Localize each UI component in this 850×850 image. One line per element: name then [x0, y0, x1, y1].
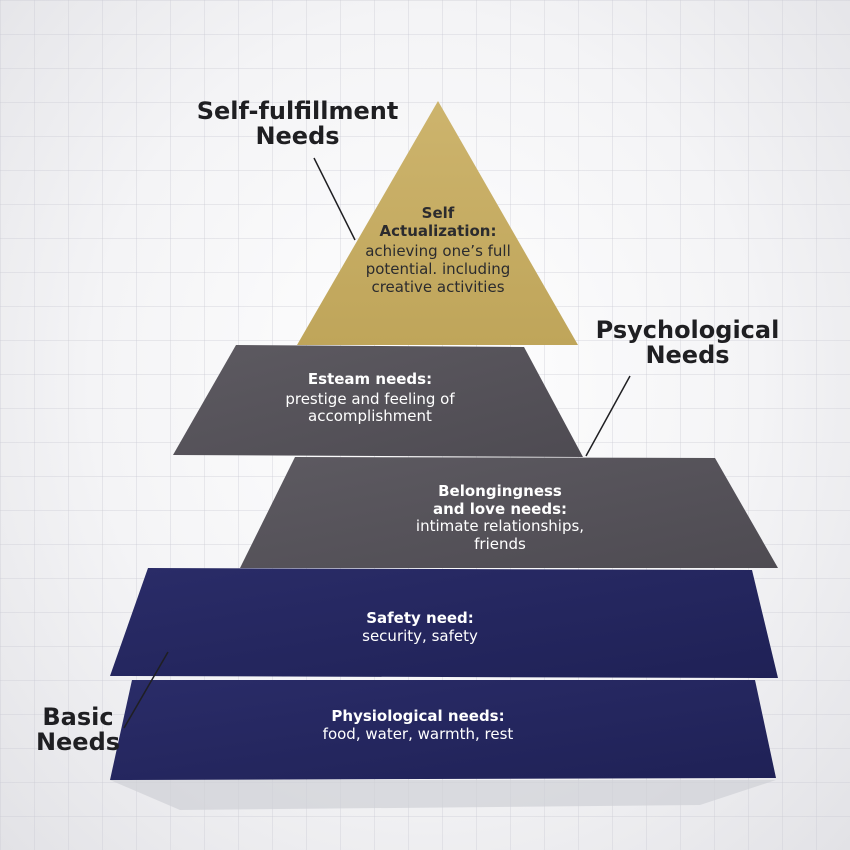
- layer-title: Actualization:: [379, 221, 497, 240]
- pointer-line-self-fulfillment: [313, 157, 356, 241]
- layer-title: Physiological needs:: [331, 707, 505, 725]
- layer-description: security, safety: [362, 626, 478, 645]
- layer-description: achieving one’s full potential. includin…: [365, 242, 511, 296]
- layer-title: Self: [421, 204, 455, 222]
- group-label-basic: Basic Needs: [35, 703, 121, 757]
- pyramid-shadow: [110, 780, 776, 810]
- layer-description: food, water, warmth, rest: [322, 724, 514, 743]
- layer-label-physiological: Physiological needs: food, water, warmth…: [298, 707, 538, 743]
- group-label-self-fulfillment: Self-fulfillment Needs: [196, 97, 399, 151]
- layer-safety: [110, 568, 778, 678]
- pointer-line-basic: [123, 651, 169, 729]
- layer-physiological: [110, 680, 776, 780]
- layer-title: Safety need:: [366, 609, 474, 627]
- layer-label-belongingness: Belongingness and love needs: intimate r…: [395, 482, 605, 554]
- layer-title: Belongingness and love needs:: [432, 482, 568, 518]
- layer-label-safety: Safety need: security, safety: [320, 609, 520, 645]
- group-label-psychological: Psychological Needs: [595, 316, 780, 370]
- pointer-line-psychological: [585, 375, 631, 457]
- layer-title: Esteam needs:: [307, 370, 433, 388]
- layer-label-self-actualization: Self Actualization: achieving one’s full…: [343, 204, 533, 296]
- layer-self-actualization: [297, 101, 578, 345]
- layer-label-esteem: Esteam needs: prestige and feeling of ac…: [255, 370, 485, 426]
- layer-description: prestige and feeling of accomplishment: [285, 389, 455, 426]
- layer-belongingness: [240, 457, 778, 568]
- layer-esteem: [173, 345, 583, 457]
- layer-description: intimate relationships, friends: [415, 517, 585, 554]
